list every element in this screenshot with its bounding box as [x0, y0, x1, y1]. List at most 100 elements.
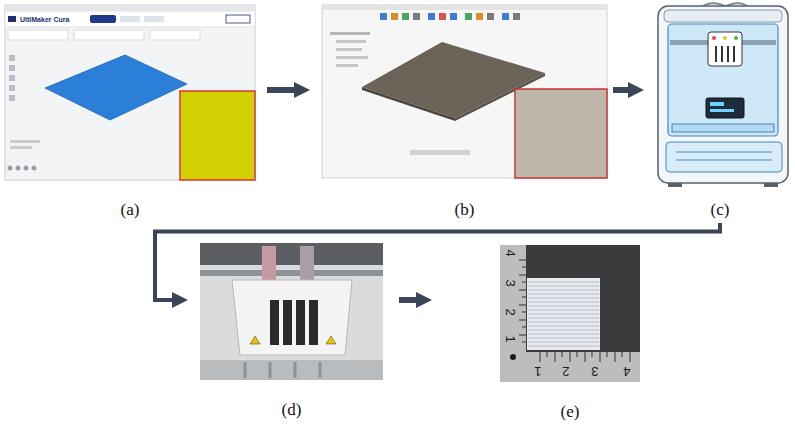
build-chamber	[668, 24, 778, 136]
model-top-view	[180, 91, 255, 180]
ruler-number: 2	[562, 365, 569, 378]
ruler-number: 2	[504, 308, 517, 315]
indicator-light	[734, 36, 738, 40]
print-head-photo	[200, 243, 383, 380]
ruler-ticks	[540, 352, 630, 362]
tab	[120, 16, 140, 22]
toolbar-icon	[487, 13, 494, 20]
ruler-number: 4	[623, 365, 630, 378]
warning-sign	[326, 336, 336, 344]
toolbar-icon	[476, 13, 483, 20]
settings-selector	[150, 30, 200, 40]
toolbar-icon	[450, 13, 457, 20]
toolbar-icon	[380, 13, 387, 20]
app-title: UltiMaker Cura	[20, 16, 69, 23]
ruler-number: 1	[504, 335, 517, 342]
header-button	[226, 15, 250, 23]
printer-body	[658, 6, 788, 183]
figure-panel: (c)	[650, 5, 790, 220]
toolbar-icon	[391, 13, 398, 20]
indicator-light	[723, 36, 727, 40]
view-icon	[24, 166, 29, 171]
panel-label: (d)	[200, 380, 383, 420]
head-vent	[309, 300, 318, 345]
tool-icon	[9, 75, 15, 81]
figure-panel: (a)	[5, 5, 255, 220]
panel-label: (c)	[650, 180, 790, 220]
image-area	[650, 5, 790, 180]
print-head	[232, 280, 352, 355]
tool-icon	[9, 55, 15, 61]
image-area	[500, 245, 640, 382]
browser-row	[336, 64, 358, 67]
toolbar-icon	[439, 13, 446, 20]
photo-background	[500, 245, 640, 382]
printer-drawer	[666, 142, 782, 172]
model-edge	[362, 87, 455, 121]
panel-label: (b)	[322, 180, 607, 220]
screenshot-frame	[5, 5, 255, 180]
screen-glow	[710, 102, 724, 106]
browser-row	[336, 48, 362, 51]
printer-illustration	[658, 3, 788, 187]
nozzle-tower	[262, 246, 276, 280]
ruler-hole	[510, 354, 516, 360]
menu-bar	[5, 5, 255, 11]
figure-panel: (d)	[200, 243, 383, 420]
title-bar	[322, 5, 607, 10]
panel-label: (e)	[500, 382, 640, 422]
toolbar-icon	[428, 13, 435, 20]
nav-bar	[410, 150, 470, 155]
head-vent	[270, 300, 279, 345]
tool-icon	[9, 65, 15, 71]
head-vents	[716, 46, 734, 62]
reflection-lines	[245, 362, 320, 378]
header-bar	[5, 11, 255, 27]
image-area	[5, 5, 255, 180]
cad-screenshot	[322, 5, 607, 178]
info-line	[10, 146, 32, 149]
ruler-ticks	[519, 260, 526, 342]
view-icon	[16, 166, 21, 171]
app-logo	[8, 16, 16, 22]
ruler-number: 3	[504, 279, 517, 286]
toolbar-icon	[513, 13, 520, 20]
head-vent	[283, 300, 292, 345]
ruler-number: 3	[591, 365, 598, 378]
toolbar-icon	[502, 13, 509, 20]
ruler-number: 4	[504, 249, 517, 256]
ruler-number: 1	[534, 365, 541, 378]
build-plate	[672, 124, 774, 132]
flow-arrow	[613, 87, 630, 93]
printed-square	[527, 278, 600, 350]
browser-row	[336, 56, 368, 59]
image-area	[200, 243, 383, 380]
nozzle-tower	[300, 246, 314, 280]
drawer-slots	[676, 152, 772, 160]
gantry	[200, 243, 383, 265]
browser-row	[336, 40, 366, 43]
tab-active	[90, 15, 116, 23]
printer-selector	[8, 30, 68, 40]
head-vent	[296, 300, 305, 345]
model-plate	[45, 55, 187, 120]
browser-row	[330, 32, 370, 35]
view-icon	[32, 166, 37, 171]
model-top-view	[515, 89, 607, 178]
warning-sign	[250, 336, 260, 344]
slicer-screenshot	[5, 5, 255, 180]
figure-panel: (b)	[322, 5, 607, 220]
toolbar-icon	[413, 13, 420, 20]
tool-icon	[9, 85, 15, 91]
printed-part-photo	[500, 245, 640, 382]
figure-panel: (e)	[500, 245, 640, 422]
image-area	[322, 5, 607, 180]
flow-arrow	[267, 87, 296, 93]
printer-screen	[706, 98, 744, 118]
indicator-light	[712, 36, 716, 40]
printer-foot	[764, 183, 778, 187]
